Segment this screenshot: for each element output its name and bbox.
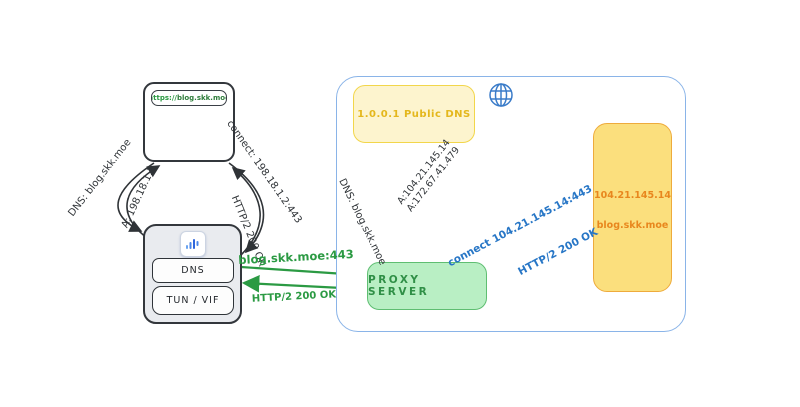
module-tun-vif[interactable]: TUN / VIF — [152, 286, 234, 315]
origin-server-box[interactable]: 104.21.145.14 blog.skk.moe — [593, 123, 672, 292]
globe-icon — [489, 83, 513, 107]
browser-window: https://blog.skk.moe — [143, 82, 235, 162]
label-dns-answer-left: A: 198.18.1.2 — [119, 164, 159, 230]
label-tunnel-response: HTTP/2 200 OK — [251, 289, 337, 305]
surge-app-icon-glyph — [185, 239, 198, 249]
public-dns-label: 1.0.0.1 Public DNS — [357, 108, 471, 120]
proxy-server-label: PROXY SERVER — [368, 274, 430, 298]
label-dns-query-left: DNS: blog.skk.moe — [66, 137, 134, 219]
local-client-box: DNS TUN / VIF — [143, 224, 242, 324]
origin-ip: 104.21.145.14 — [594, 190, 671, 201]
origin-host: blog.skk.moe — [596, 220, 669, 231]
public-dns-box[interactable]: 1.0.0.1 Public DNS — [353, 85, 475, 143]
module-dns[interactable]: DNS — [152, 258, 234, 283]
surge-app-icon — [179, 231, 206, 257]
url-scheme: https:// — [151, 94, 177, 102]
address-bar[interactable]: https://blog.skk.moe — [151, 90, 227, 106]
module-dns-label: DNS — [181, 265, 205, 276]
module-tun-vif-label: TUN / VIF — [166, 295, 220, 306]
url-host: blog.skk.moe — [176, 94, 227, 102]
proxy-server-box[interactable]: PROXY SERVER — [367, 262, 487, 310]
